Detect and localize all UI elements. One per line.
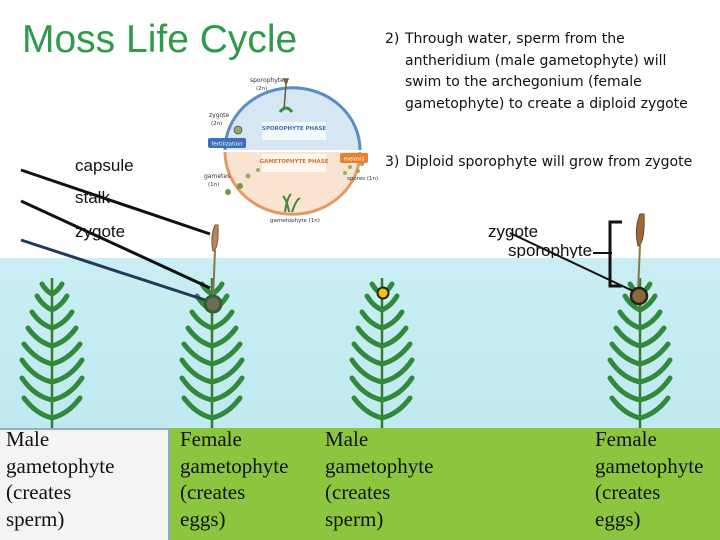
note-sporophyte-growth: 3) Diploid sporophyte will grow from zyg… <box>385 152 705 174</box>
cycle-gametes-label: gametes <box>204 173 230 180</box>
moss-plant-male-2 <box>352 278 412 428</box>
sporophyte-capsule-left <box>211 224 219 252</box>
caption-line: gametophyte <box>6 453 115 478</box>
label-sporophyte: sporophyte <box>508 241 593 260</box>
meiosis-label: meiosis <box>344 157 365 163</box>
sperm-dot <box>376 286 390 300</box>
note-text: Through water, sperm from the antheridiu… <box>405 31 688 112</box>
moss-plant-male-1 <box>22 278 82 428</box>
gametophyte-phase-label: GAMETOPHYTE PHASE <box>259 159 328 165</box>
caption-line: sperm) <box>6 506 65 531</box>
caption-female-2: Female gametophyte (creates eggs) <box>595 426 703 532</box>
sporophyte-phase-box <box>262 122 326 140</box>
pointer-capsule <box>20 168 211 236</box>
cycle-gametes-ploidy: (1n) <box>208 182 219 188</box>
caption-line: gametophyte <box>595 453 704 478</box>
pointer-stalk <box>20 199 211 290</box>
gametophyte-phase-box <box>262 154 326 172</box>
pointer-zygote-right <box>509 232 634 292</box>
page-title: Moss Life Cycle <box>22 18 298 61</box>
fertilization-badge <box>208 138 246 148</box>
caption-line: (creates <box>6 480 72 504</box>
caption-female-1: Female gametophyte (creates eggs) <box>180 426 288 532</box>
sporophyte-phase-label: SPOROPHYTE PHASE <box>262 126 326 132</box>
caption-line: (creates <box>180 480 246 504</box>
sporophyte-phase-region <box>225 87 360 150</box>
cycle-gametophyte-label: gametophyte (1n) <box>270 218 320 224</box>
caption-line: (creates <box>595 480 661 504</box>
gametophyte-phase-region <box>225 152 360 215</box>
note-number: 2) <box>385 31 400 47</box>
fertilization-label: fertilization <box>211 142 243 148</box>
cycle-spores-icon <box>343 162 364 175</box>
cycle-zygote-icon <box>233 125 243 135</box>
cycle-sporophyte-ploidy: (2n) <box>256 86 267 92</box>
note-number: 3) <box>385 154 400 170</box>
zygote-dot-right <box>629 286 649 306</box>
zygote-dot-left <box>203 294 223 314</box>
label-capsule: capsule <box>75 156 134 175</box>
sporophyte-arc <box>223 86 362 151</box>
caption-line: eggs) <box>180 506 226 531</box>
caption-male-2: Male gametophyte (creates sperm) <box>325 426 433 532</box>
label-zygote-left: zygote <box>75 222 126 241</box>
caption-box-left <box>0 428 170 540</box>
cycle-gametes-icon <box>225 168 260 195</box>
sporophyte-stalk-left <box>212 249 216 301</box>
caption-male-1: Male gametophyte (creates sperm) <box>6 426 114 532</box>
caption-line: eggs) <box>595 506 641 531</box>
cycle-gametophyte-icon <box>282 193 301 213</box>
caption-line: Female <box>180 427 242 451</box>
caption-line: Male <box>325 427 369 451</box>
cycle-zygote-label: zygote <box>209 112 230 119</box>
note-fertilization: 2) Through water, sperm from the antheri… <box>385 29 705 115</box>
caption-line: Male <box>6 427 50 451</box>
cycle-sporophyte-icon <box>282 78 290 111</box>
pointer-zygote-left <box>20 238 206 302</box>
caption-line: Female <box>595 427 657 451</box>
label-zygote-right: zygote <box>488 222 539 241</box>
cycle-moss-icon <box>278 106 294 113</box>
meiosis-badge <box>340 153 368 163</box>
water-background <box>0 258 720 428</box>
note-text: Diploid sporophyte will grow from zygote <box>405 154 693 170</box>
sporophyte-stalk-right <box>637 244 641 293</box>
caption-line: sperm) <box>325 506 384 531</box>
cycle-sporophyte-label: sporophyte <box>250 77 284 84</box>
sporophyte-capsule-right <box>635 213 645 247</box>
cycle-zygote-ploidy: (2n) <box>211 121 222 127</box>
caption-line: gametophyte <box>180 453 289 478</box>
life-cycle-diagram: SPOROPHYTE PHASE GAMETOPHYTE PHASE ferti… <box>204 77 378 224</box>
gametophyte-arc <box>223 151 362 216</box>
sporophyte-bracket <box>608 220 622 288</box>
caption-line: gametophyte <box>325 453 434 478</box>
caption-line: (creates <box>325 480 391 504</box>
cycle-spores-label: spores (1n) <box>347 176 378 182</box>
